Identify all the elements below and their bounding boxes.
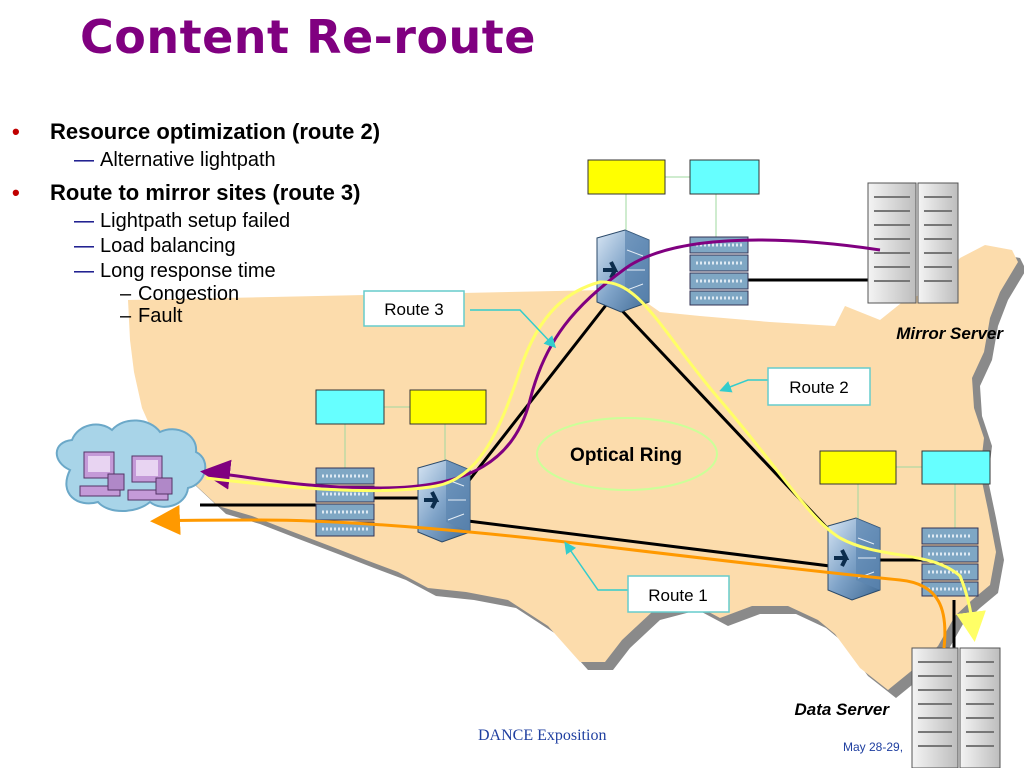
- route-2-label: Route 2: [789, 378, 849, 397]
- bullet-dot-icon: •: [12, 119, 20, 144]
- computer-icon: [79, 451, 125, 497]
- box-connectors: [344, 176, 956, 528]
- sub-bullet-item: — Alternative lightpath: [12, 148, 380, 173]
- optical-ring-ellipse: [536, 417, 718, 491]
- route-2-path: [205, 280, 986, 642]
- bullet-item: • Route to mirror sites (route 3): [12, 179, 380, 209]
- sub-bullet-text: Long response time: [100, 260, 276, 282]
- server-rack-icon: [911, 647, 1001, 768]
- top-yellow-box: [587, 159, 666, 195]
- bullet-text: Route to mirror sites (route 3): [50, 180, 361, 205]
- small-dash-icon: –: [120, 305, 132, 327]
- route-1-path: [150, 505, 947, 649]
- route-3-label-box: [363, 290, 465, 327]
- sub-sub-bullet-text: Fault: [138, 305, 183, 327]
- sub-sub-bullet-item: – Congestion: [12, 284, 380, 306]
- mirror-server-label: Mirror Server: [896, 324, 1004, 343]
- east-cyan-box: [921, 450, 991, 485]
- west-yellow-box: [409, 389, 487, 425]
- footer-date: May 28-29,: [843, 740, 904, 754]
- computer-icon: [127, 455, 173, 501]
- bullet-list: • Resource optimization (route 2) — Alte…: [12, 118, 380, 328]
- sub-bullet-text: Alternative lightpath: [100, 149, 276, 171]
- sub-sub-bullet-text: Congestion: [138, 283, 240, 305]
- ring-links: [200, 278, 956, 648]
- bullet-dot-icon: •: [12, 180, 20, 205]
- router-stack-icon: [689, 236, 749, 306]
- dash-icon: —: [74, 235, 94, 257]
- slide-title: Content Re-route: [80, 10, 536, 64]
- server-rack-icon: [867, 182, 959, 304]
- route-3-pointer: [470, 309, 557, 349]
- route-1-pointer: [564, 541, 628, 591]
- sub-bullet-item: — Lightpath setup failed: [12, 209, 380, 234]
- west-cyan-box: [315, 389, 385, 425]
- route-2-pointer: [719, 379, 768, 393]
- sub-sub-bullet-item: – Fault: [12, 306, 380, 328]
- east-yellow-box: [819, 450, 897, 485]
- route-3-path: [200, 238, 881, 490]
- bullet-text: Resource optimization (route 2): [50, 119, 381, 144]
- us-map: [128, 245, 1018, 690]
- dash-icon: —: [74, 210, 94, 232]
- dash-icon: —: [74, 149, 94, 171]
- sub-bullet-text: Lightpath setup failed: [100, 210, 291, 232]
- route-2-label-box: [767, 367, 871, 406]
- footer-event: DANCE Exposition: [478, 727, 607, 744]
- optical-ring-label: Optical Ring: [570, 445, 682, 466]
- data-server-label: Data Server: [794, 700, 890, 719]
- sub-bullet-item: — Load balancing: [12, 234, 380, 259]
- route-1-label-box: [627, 575, 730, 613]
- route-1-label: Route 1: [648, 586, 708, 605]
- bullet-item: • Resource optimization (route 2): [12, 118, 380, 148]
- top-cyan-box: [689, 159, 760, 195]
- route-3-label: Route 3: [384, 300, 444, 319]
- sub-bullet-text: Load balancing: [100, 235, 236, 257]
- router-stack-icon: [315, 467, 375, 537]
- optical-switch-icon: [827, 517, 881, 601]
- small-dash-icon: –: [120, 283, 132, 305]
- sub-bullet-item: — Long response time: [12, 259, 380, 284]
- dash-icon: —: [74, 260, 94, 282]
